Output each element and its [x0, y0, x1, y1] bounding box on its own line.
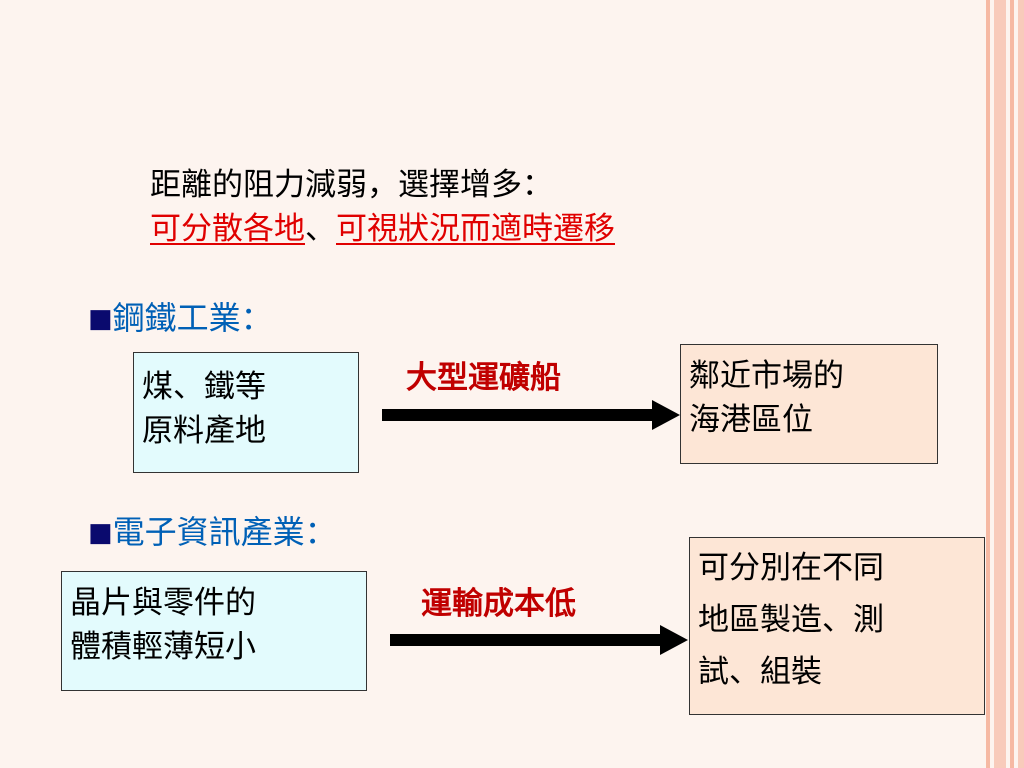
headline: 距離的阻力減弱，選擇增多： 可分散各地、可視狀況而適時遷移 — [150, 163, 615, 251]
border-stripe — [994, 0, 1006, 768]
right-arrow-icon — [390, 625, 688, 655]
target-box-line: 地區製造、測 — [698, 602, 884, 638]
section-title-text: 電子資訊產業： — [112, 513, 337, 551]
border-stripe — [1018, 0, 1024, 768]
bullet-icon: ■ — [88, 304, 113, 334]
highlight-text: 可視狀況而適時遷移 — [336, 211, 615, 247]
source-box: 煤、鐵等 原料產地 — [133, 352, 359, 473]
target-box-line: 海港區位 — [689, 402, 813, 438]
target-box-line: 試、組裝 — [698, 654, 822, 690]
border-stripe — [986, 0, 990, 768]
source-box: 晶片與零件的 體積輕薄短小 — [61, 571, 367, 691]
section-title: ■電子資訊產業： — [88, 512, 337, 553]
target-box-line: 鄰近市場的 — [689, 358, 844, 394]
source-box-line: 體積輕薄短小 — [70, 629, 256, 665]
right-arrow-icon — [382, 400, 680, 430]
arrow-shaft — [390, 634, 668, 646]
highlight-text: 可分散各地 — [150, 211, 305, 247]
target-box-line: 可分別在不同 — [698, 550, 884, 586]
bullet-icon: ■ — [88, 518, 113, 548]
arrow-label: 大型運礦船 — [406, 360, 561, 396]
headline-line2: 可分散各地、可視狀況而適時遷移 — [150, 207, 615, 251]
separator: 、 — [305, 211, 336, 247]
arrow-head — [652, 400, 680, 430]
target-box: 可分別在不同 地區製造、測 試、組裝 — [689, 537, 985, 715]
arrow-head — [660, 625, 688, 655]
section-title-text: 鋼鐵工業： — [112, 299, 273, 337]
border-stripe — [1010, 0, 1014, 768]
source-box-line: 晶片與零件的 — [70, 585, 256, 621]
source-box-line: 煤、鐵等 — [142, 369, 266, 405]
arrow-shaft — [382, 409, 660, 421]
arrow-label: 運輸成本低 — [421, 586, 576, 622]
target-box: 鄰近市場的 海港區位 — [680, 344, 938, 464]
section-title: ■鋼鐵工業： — [88, 298, 273, 339]
source-box-line: 原料產地 — [142, 413, 266, 449]
headline-line1: 距離的阻力減弱，選擇增多： — [150, 167, 553, 203]
